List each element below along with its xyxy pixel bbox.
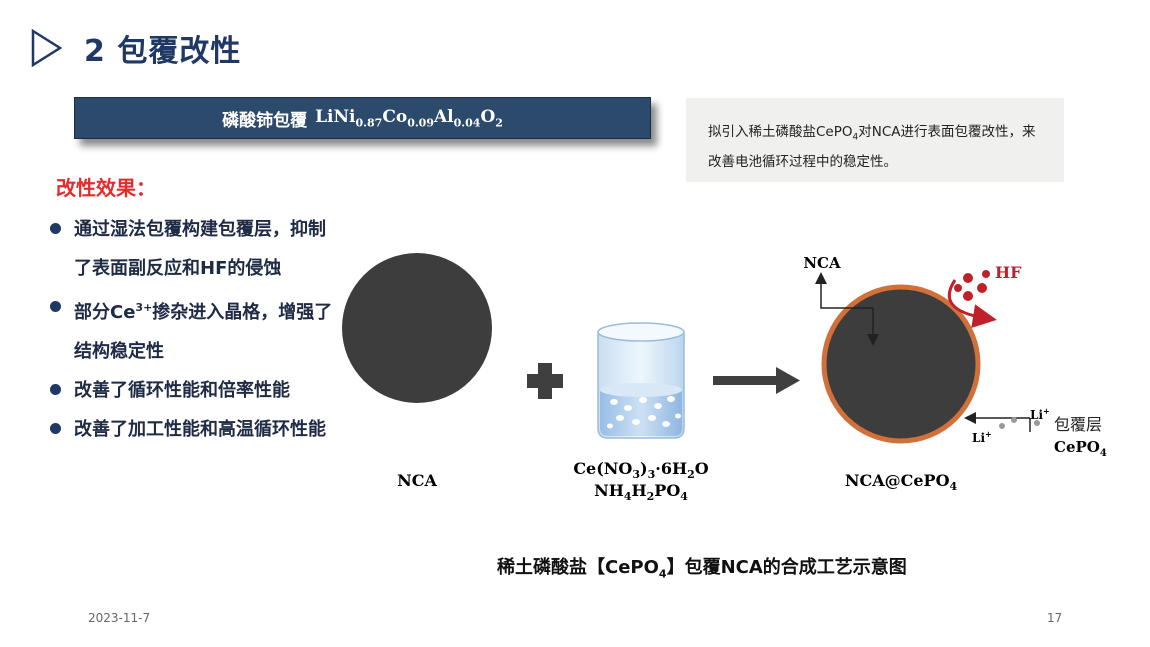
nca-particle-label: NCA (397, 471, 437, 490)
effects-list: 通过湿法包覆构建包覆层，抑制了表面副反应和HF的侵蚀 部分Ce3+掺杂进入晶格，… (50, 210, 340, 449)
intro-note: 拟引入稀土磷酸盐CePO4对NCA进行表面包覆改性，来改善电池循环过程中的稳定性… (686, 98, 1064, 182)
list-item: 通过湿法包覆构建包覆层，抑制了表面副反应和HF的侵蚀 (50, 210, 340, 288)
li-exchange-arrow-icon (964, 412, 1040, 432)
reagent-2: NH4H2PO4 (594, 481, 688, 503)
nca-pointer (815, 272, 879, 346)
slide-date: 2023-11-7 (88, 611, 151, 625)
coating-formula: CePO4 (1054, 438, 1107, 459)
list-item: 改善了加工性能和高温循环性能 (50, 410, 340, 449)
page-number: 17 (1047, 611, 1063, 625)
reaction-arrow-icon (713, 367, 800, 394)
hf-label: HF (995, 263, 1022, 282)
hf-particles-icon (954, 270, 990, 301)
bullet-dot-icon (50, 423, 61, 434)
synthesis-diagram: NCA Ce(NO3)3·6H2O NH4H2PO4 NCA@CePO4 NCA… (342, 253, 1107, 503)
bullet-dot-icon (50, 223, 61, 234)
title-play-icon (31, 28, 63, 68)
coated-particle (821, 284, 981, 444)
banner-label: 磷酸铈包覆 (222, 110, 308, 131)
coating-banner: 磷酸铈包覆 LiNi0.87Co0.09Al0.04O2 (74, 97, 651, 139)
hf-attack-arrow-icon (947, 279, 997, 328)
plus-icon (527, 363, 563, 399)
li-label-top: Li+ (1030, 406, 1050, 422)
product-label: NCA@CePO4 (845, 471, 958, 493)
banner-formula: LiNi0.87Co0.09Al0.04O2 (315, 106, 503, 130)
diagram-caption: 稀土磷酸盐【CePO4】包覆NCA的合成工艺示意图 (497, 557, 907, 581)
nca-particle (342, 253, 492, 403)
reagent-1: Ce(NO3)3·6H2O (573, 459, 708, 481)
list-item: 部分Ce3+掺杂进入晶格，增强了结构稳定性 (50, 288, 340, 371)
beaker-icon (597, 322, 685, 439)
effects-heading: 改性效果： (56, 176, 156, 200)
slide-title: 2 包覆改性 (84, 34, 242, 69)
bullet-dot-icon (50, 384, 61, 395)
core-label: NCA (803, 254, 841, 272)
li-label-bottom: Li+ (972, 429, 992, 445)
bullet-dot-icon (50, 301, 61, 312)
coating-label: 包覆层 (1054, 415, 1102, 434)
list-item: 改善了循环性能和倍率性能 (50, 371, 340, 410)
